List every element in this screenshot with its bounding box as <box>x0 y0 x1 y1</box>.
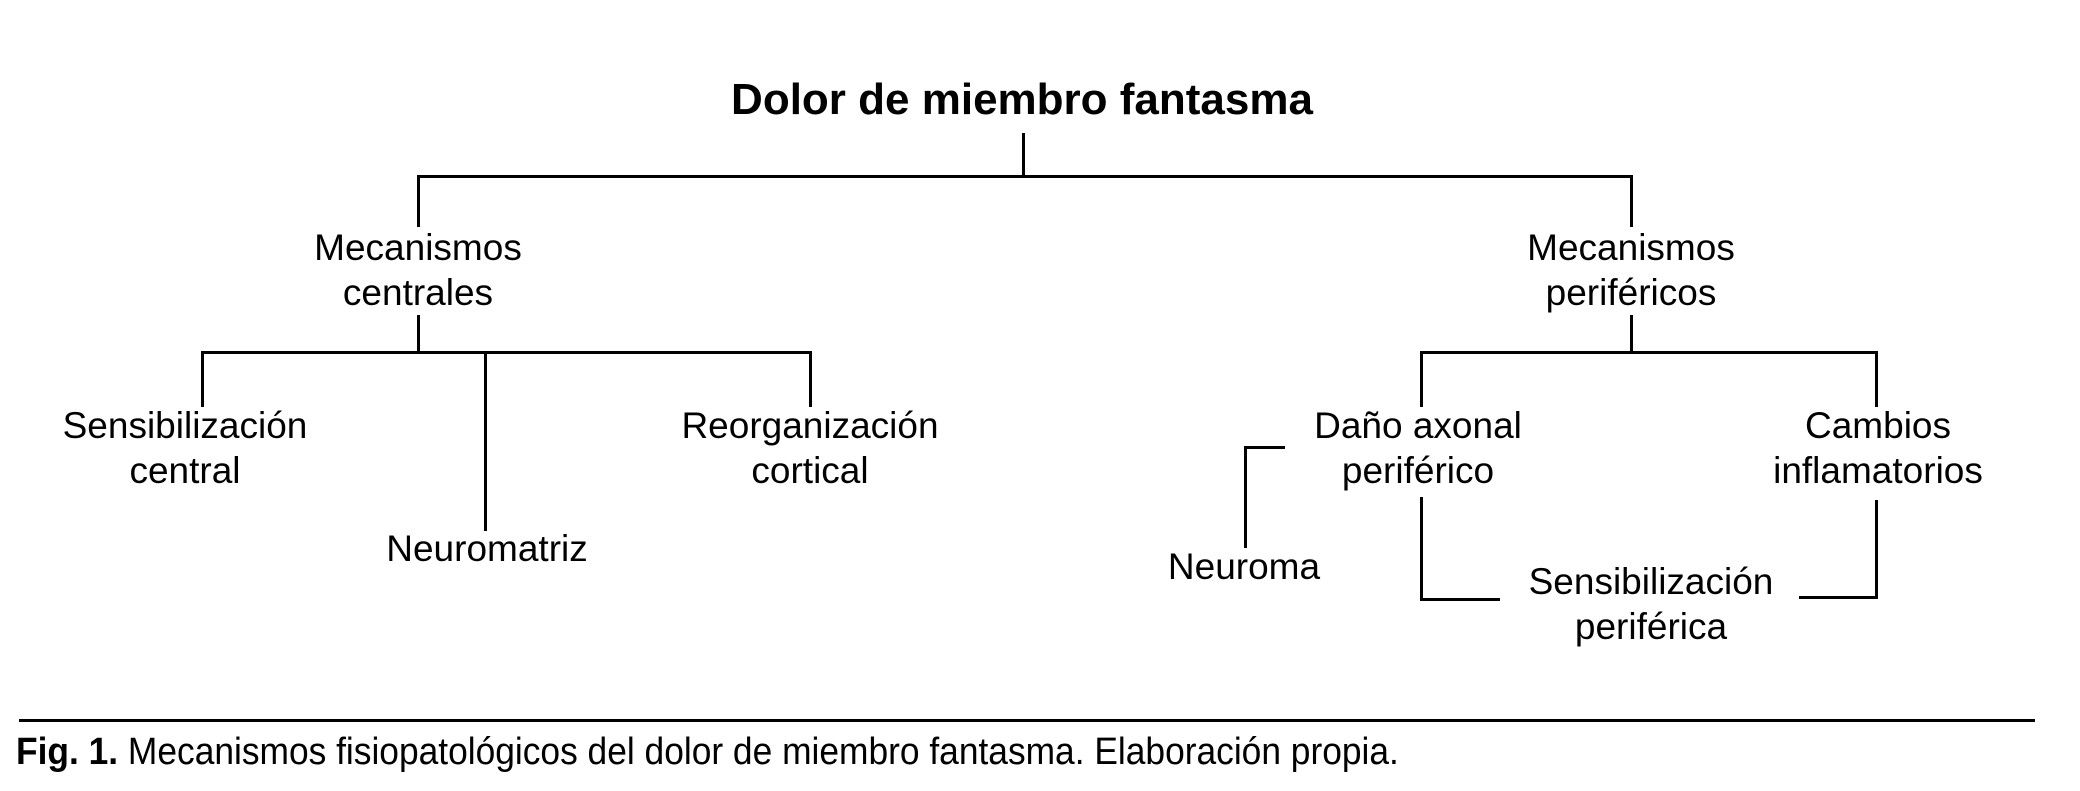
node-dano-axonal-periferico: Daño axonal periférico <box>1314 405 1522 491</box>
connector-dano-to-sensibilizacion-vertical <box>1420 497 1423 601</box>
connector-level2-left-horizontal <box>201 351 812 354</box>
connector-root-drop <box>1022 133 1025 177</box>
connector-sensibilizacion-central-drop <box>201 351 204 407</box>
connector-dano-to-sensibilizacion-horizontal <box>1420 598 1500 601</box>
connector-cambios-drop <box>1875 351 1878 407</box>
figure-caption: Fig. 1. Mecanismos fisiopatológicos del … <box>16 729 1399 775</box>
figure-caption-text: Mecanismos fisiopatológicos del dolor de… <box>118 731 1399 773</box>
connector-level2-right-horizontal <box>1420 351 1878 354</box>
connector-dano-axonal-drop <box>1420 351 1423 407</box>
connector-cambios-to-sensibilizacion-horizontal <box>1799 596 1878 599</box>
node-neuromatriz: Neuromatriz <box>386 528 588 569</box>
connector-level1-horizontal <box>417 175 1633 178</box>
connector-level1-right-drop <box>1630 175 1633 227</box>
node-sensibilizacion-periferica: Sensibilización periférica <box>1528 561 1774 647</box>
node-neuroma: Neuroma <box>1167 546 1321 587</box>
node-sensibilizacion-central: Sensibilización central <box>62 405 308 491</box>
connector-perifericos-drop <box>1630 315 1633 353</box>
connector-level1-left-drop <box>417 175 420 227</box>
node-cambios-inflamatorios: Cambios inflamatorios <box>1773 405 1983 491</box>
node-reorganizacion-cortical: Reorganización cortical <box>681 405 939 491</box>
connector-centrales-drop <box>417 315 420 353</box>
connector-neuromatriz-drop <box>484 351 487 531</box>
node-mecanismos-perifericos: Mecanismos periféricos <box>1527 227 1735 313</box>
node-mecanismos-centrales: Mecanismos centrales <box>314 227 522 313</box>
connector-cambios-to-sensibilizacion-vertical <box>1875 500 1878 599</box>
root-node-title: Dolor de miembro fantasma <box>731 75 1313 124</box>
caption-divider-rule <box>19 719 2035 722</box>
connector-reorganizacion-drop <box>809 351 812 407</box>
connector-neuroma-bracket-horizontal <box>1244 446 1285 449</box>
figure-caption-label: Fig. 1. <box>16 731 119 773</box>
connector-neuroma-bracket-vertical <box>1244 446 1247 548</box>
